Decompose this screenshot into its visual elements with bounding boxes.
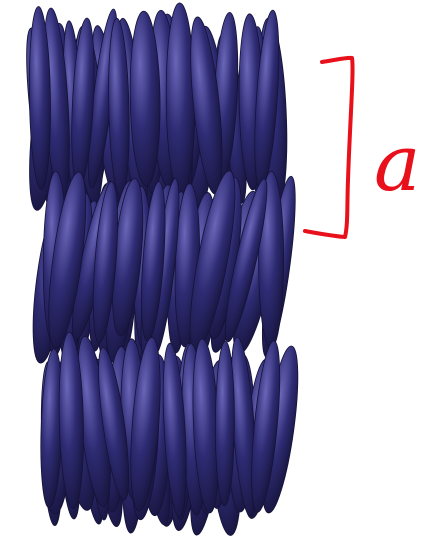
bottom-layer [39,332,306,537]
layer-spacing-bracket [305,58,353,237]
layer-spacing-label: a [374,119,421,209]
layer-spacing-annotation: a [305,58,421,237]
